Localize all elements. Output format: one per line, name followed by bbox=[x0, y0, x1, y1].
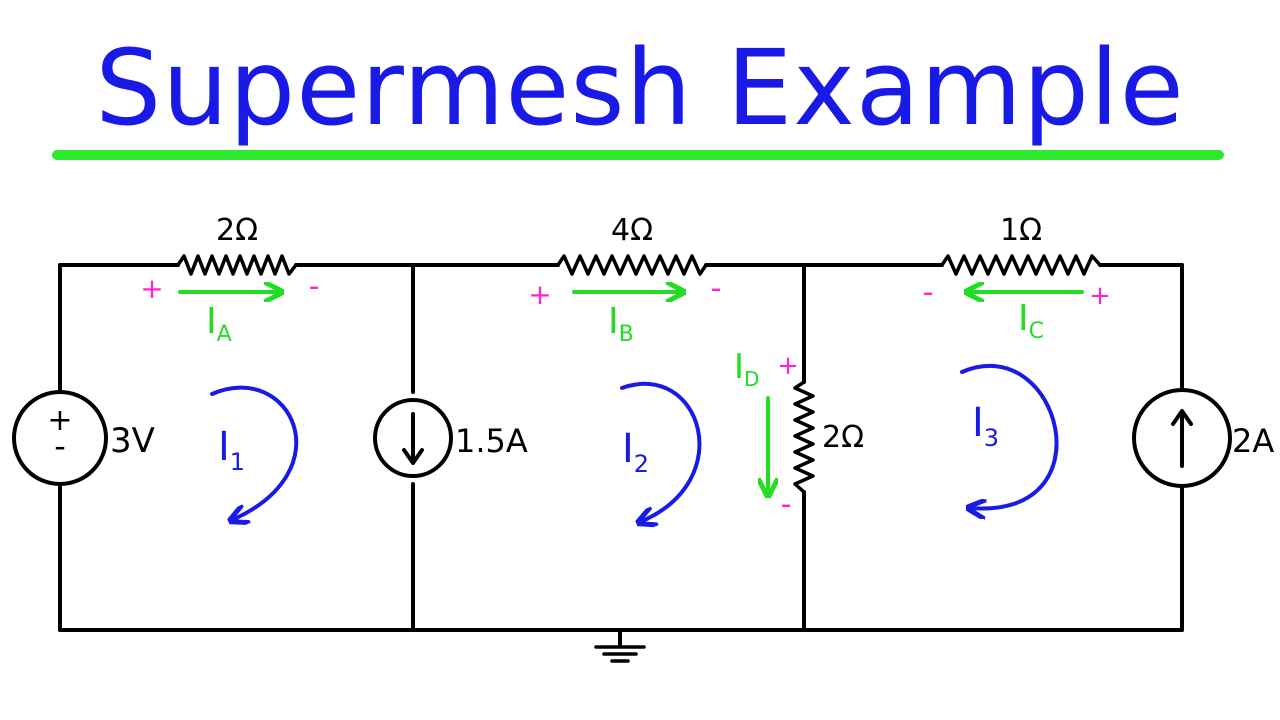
arrow-up-icon bbox=[1171, 409, 1193, 426]
mesh-current-arcs bbox=[210, 363, 1059, 522]
polarity-minus: - bbox=[923, 275, 934, 310]
branch-current-label-c: IC bbox=[1018, 298, 1044, 344]
polarity-plus: + bbox=[1089, 281, 1111, 311]
ground-symbol bbox=[594, 645, 646, 663]
polarity-minus: - bbox=[711, 271, 722, 306]
current-source-2a bbox=[1132, 388, 1232, 488]
page-title: Supermesh Example bbox=[95, 27, 1185, 149]
current-source-1-5a bbox=[373, 398, 453, 478]
polarity-plus: + bbox=[140, 272, 163, 305]
branch-current-label-a: IA bbox=[206, 301, 232, 347]
polarity-plus: + bbox=[777, 351, 799, 381]
mesh-current-label-2: I2 bbox=[622, 426, 649, 478]
resistor-label: 1Ω bbox=[1000, 213, 1042, 248]
branch-current-arrows bbox=[178, 292, 1084, 494]
resistor-4ohm-top bbox=[556, 254, 708, 276]
resistor-label: 2Ω bbox=[216, 213, 258, 248]
circuit-wires bbox=[58, 263, 1184, 647]
voltage-source-3v: + - bbox=[12, 390, 108, 486]
branch-current-label-d: ID bbox=[734, 347, 759, 391]
source-plus-sign: + bbox=[47, 403, 72, 438]
resistor-2ohm-vertical bbox=[793, 380, 815, 494]
resistor-2ohm-top bbox=[176, 254, 298, 276]
resistor-label: 4Ω bbox=[611, 213, 653, 248]
resistor-label: 2Ω bbox=[822, 420, 864, 455]
current-source-label: 2A bbox=[1232, 422, 1274, 460]
polarity-minus: - bbox=[781, 487, 792, 522]
arrow-down-icon bbox=[402, 448, 424, 465]
title-underline bbox=[52, 150, 1224, 160]
branch-current-label-b: IB bbox=[608, 301, 634, 347]
current-source-label: 1.5A bbox=[455, 422, 528, 460]
voltage-source-label: 3V bbox=[110, 421, 155, 461]
mesh-current-label-1: I1 bbox=[218, 424, 245, 476]
mesh-current-label-3: I3 bbox=[972, 400, 999, 452]
polarity-plus: + bbox=[528, 278, 551, 311]
resistor-1ohm-top bbox=[940, 254, 1102, 276]
source-minus-sign: - bbox=[54, 427, 66, 465]
polarity-minus: - bbox=[309, 269, 320, 304]
